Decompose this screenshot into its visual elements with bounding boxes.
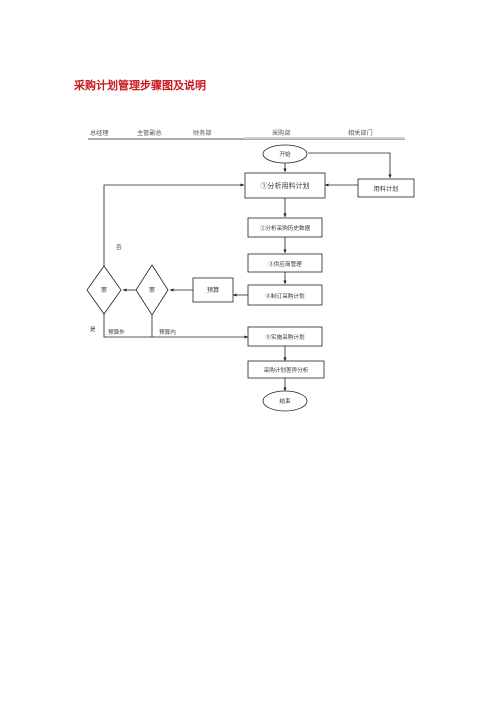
node-review-gm-label: 审 xyxy=(101,286,107,294)
edge-start-to-material-plan xyxy=(308,152,392,179)
node-review-vp: 审 xyxy=(135,264,169,316)
node-start: 开始 xyxy=(262,144,308,164)
node-step5: ⑤实施采购计划 xyxy=(247,326,323,347)
node-review-gm: 审 xyxy=(86,265,122,315)
node-step2-label: ②分析采购历史数据 xyxy=(260,224,311,232)
node-step3-label: ③供应商管理 xyxy=(268,260,302,268)
node-end: 结束 xyxy=(262,390,308,412)
node-step3: ③供应商管理 xyxy=(247,253,323,273)
edge-label-out-of-budget: 预算外 xyxy=(108,328,125,336)
node-step4-label: ④制订采购计划 xyxy=(265,292,305,300)
lane-finance: 财务部 xyxy=(193,129,212,137)
lane-related: 相关部门 xyxy=(348,129,373,137)
lane-header: 总经理 主管副总 财务部 采购部 相关部门 xyxy=(88,129,405,140)
node-step1: ①分析用料计划 xyxy=(244,172,326,199)
lane-gm: 总经理 xyxy=(90,129,109,137)
node-budget: 预算 xyxy=(192,277,234,303)
connectors xyxy=(103,152,392,392)
edge-review-gm-yes-to-step5 xyxy=(103,314,249,339)
page-title: 采购计划管理步骤图及说明 xyxy=(74,79,206,92)
node-step2: ②分析采购历史数据 xyxy=(247,217,323,238)
lane-purchasing: 采购部 xyxy=(272,129,291,137)
edge-label-in-budget: 预算内 xyxy=(159,328,176,336)
node-step4: ④制订采购计划 xyxy=(247,284,323,306)
node-variance-label: 采购计划差异分析 xyxy=(264,366,309,374)
node-material-plan: 用料计划 xyxy=(357,178,415,198)
node-step1-label: ①分析用料计划 xyxy=(261,181,310,190)
node-end-label: 结束 xyxy=(279,397,291,405)
edge-label-yes: 是 xyxy=(90,326,96,333)
lane-vp: 主管副总 xyxy=(137,129,162,137)
header-shade xyxy=(245,137,405,139)
node-step5-label: ⑤实施采购计划 xyxy=(265,333,305,341)
node-variance: 采购计划差异分析 xyxy=(247,360,325,379)
node-material-plan-label: 用料计划 xyxy=(374,185,399,193)
edge-review-gm-no-to-step1 xyxy=(103,183,245,266)
edge-label-no: 否 xyxy=(116,244,122,251)
node-start-label: 开始 xyxy=(279,150,291,158)
node-budget-label: 预算 xyxy=(207,286,219,294)
node-review-vp-label: 审 xyxy=(149,286,155,294)
